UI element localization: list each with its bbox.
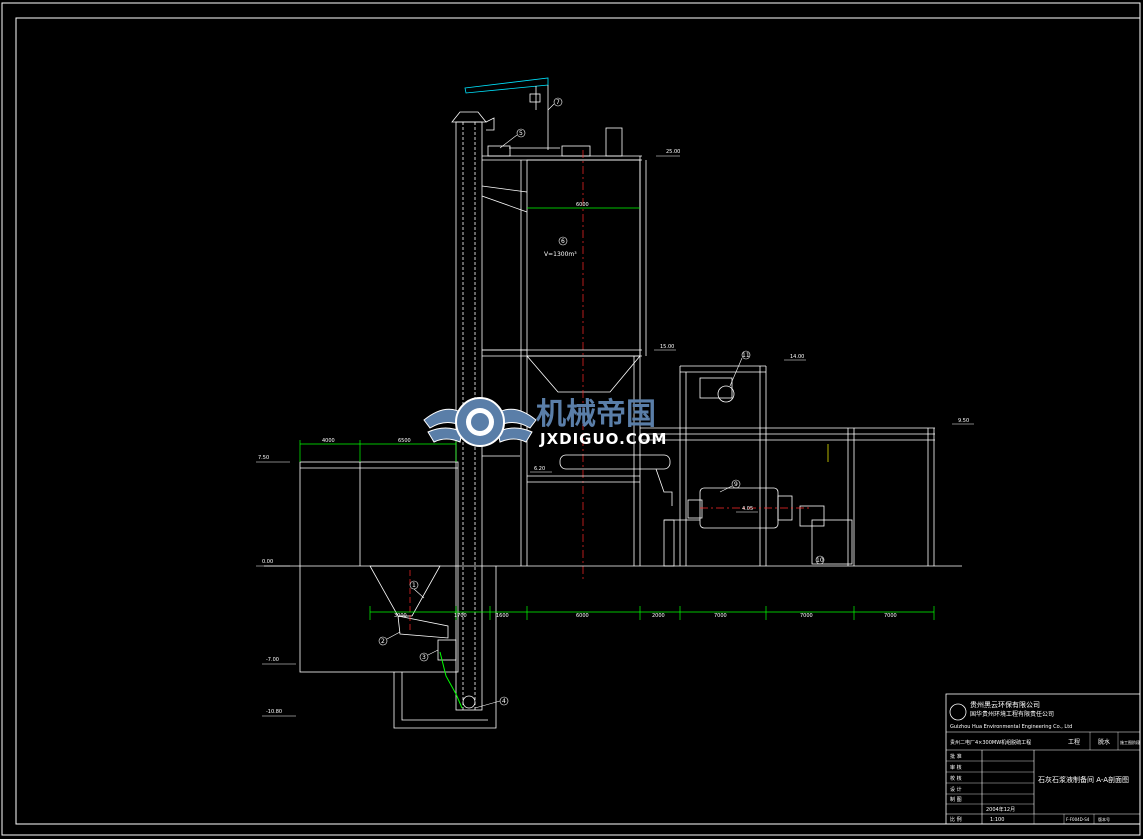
company-name-en: Guizhou Hua Environmental Engineering Co… bbox=[950, 724, 1072, 730]
callout-numbers: 1 2 3 4 5 6 7 9 10 11 bbox=[381, 99, 824, 705]
elev-15: 15.00 bbox=[660, 344, 674, 350]
callout-6: 6 bbox=[561, 238, 565, 245]
support-columns bbox=[482, 156, 647, 566]
dim-top-1: 4000 bbox=[322, 438, 335, 444]
project-name: 贵州二电厂4×300MW机组脱硫工程 bbox=[950, 739, 1031, 746]
discharge-chute bbox=[439, 651, 463, 709]
stage-label: 工程 bbox=[1068, 738, 1080, 746]
discipline-label: 脱水 bbox=[1098, 738, 1110, 746]
callout-5: 5 bbox=[519, 130, 523, 137]
sheet-version: 版本号 bbox=[1098, 816, 1110, 822]
silo-volume-label: V=1300m³ bbox=[544, 251, 577, 258]
elevation-marker-lines bbox=[256, 155, 974, 717]
roof-truss bbox=[464, 77, 549, 94]
elev-7-5: 7.50 bbox=[258, 455, 269, 461]
company-name-cn: 贵州黑云环保有限公司 bbox=[970, 700, 1040, 709]
dim-bottom-5: 2000 bbox=[652, 613, 665, 619]
dim-bottom-6: 7000 bbox=[714, 613, 727, 619]
elev-9-5: 9.50 bbox=[958, 418, 969, 424]
callout-10: 10 bbox=[816, 557, 824, 564]
row-draw: 制 图 bbox=[950, 796, 962, 803]
elev-4-05: 4.05 bbox=[742, 506, 753, 512]
callout-balloons bbox=[378, 97, 825, 709]
stage2-label: 施工图阶段 bbox=[1120, 739, 1140, 745]
elev-25: 25.00 bbox=[666, 149, 680, 155]
drawing-title: 石灰石浆液制备间 A-A剖面图 bbox=[1038, 775, 1129, 784]
company-logo-icon bbox=[949, 703, 967, 721]
mill-building bbox=[640, 365, 935, 566]
elev-6-2: 6.20 bbox=[534, 466, 545, 472]
weigh-feeder bbox=[559, 454, 673, 506]
dim-bottom-3: 1600 bbox=[496, 613, 509, 619]
watermark-logo: 机械帝国 JXDIGUO.COM bbox=[423, 397, 667, 448]
callout-1: 1 bbox=[412, 582, 416, 589]
dim-silo-width: 6000 bbox=[576, 202, 589, 208]
dim-bottom-4: 6000 bbox=[576, 613, 589, 619]
row-review: 审 核 bbox=[950, 764, 962, 771]
lime-silo bbox=[481, 159, 641, 393]
row-approve: 批 准 bbox=[950, 753, 962, 760]
dim-bottom-1: 3000 bbox=[394, 613, 407, 619]
callout-4: 4 bbox=[502, 698, 506, 705]
title-block: 贵州黑云环保有限公司 国华贵州环境工程有限责任公司 Guizhou Hua En… bbox=[945, 693, 1141, 825]
row-date: 2004年12月 bbox=[986, 806, 1015, 813]
watermark-en: JXDIGUO.COM bbox=[539, 430, 667, 448]
company-name-sub: 国华贵州环境工程有限责任公司 bbox=[970, 710, 1054, 718]
dimension-lines bbox=[299, 207, 935, 620]
callout-11: 11 bbox=[742, 352, 750, 359]
top-platform bbox=[482, 127, 642, 161]
row-check: 校 核 bbox=[950, 775, 962, 782]
elevation-texts: 25.00 15.00 14.00 9.50 7.50 6.20 4.05 0.… bbox=[258, 149, 969, 715]
dim-bottom-7: 7000 bbox=[800, 613, 813, 619]
dim-bottom-8: 7000 bbox=[884, 613, 897, 619]
hoist-crane bbox=[529, 85, 549, 150]
callout-7: 7 bbox=[556, 99, 560, 106]
dim-bottom-2: 1700 bbox=[454, 613, 467, 619]
callout-3: 3 bbox=[422, 654, 426, 661]
dim-top-2: 6500 bbox=[398, 438, 411, 444]
row-design: 设 计 bbox=[950, 786, 962, 793]
elev-0: 0.00 bbox=[262, 559, 273, 565]
watermark-cn: 机械帝国 bbox=[536, 397, 656, 432]
row-scale-label: 比 例 bbox=[950, 816, 962, 823]
scale-value: 1:100 bbox=[990, 817, 1004, 823]
drawing-number: F-F004D-S4 bbox=[1066, 817, 1090, 822]
ball-mill bbox=[663, 377, 853, 567]
sheet-inner-border bbox=[15, 17, 1141, 825]
callout-9: 9 bbox=[734, 481, 738, 488]
callout-2: 2 bbox=[381, 638, 385, 645]
elev-minus-7: -7.00 bbox=[266, 657, 279, 663]
gear-wings-logo-icon bbox=[423, 397, 537, 447]
elev-14: 14.00 bbox=[790, 354, 804, 360]
hopper-pit bbox=[299, 461, 497, 729]
elev-minus-10-8: -10.80 bbox=[266, 709, 282, 715]
dimension-texts: 4000 6500 6000 3000 1700 1600 6000 2000 … bbox=[322, 202, 897, 619]
